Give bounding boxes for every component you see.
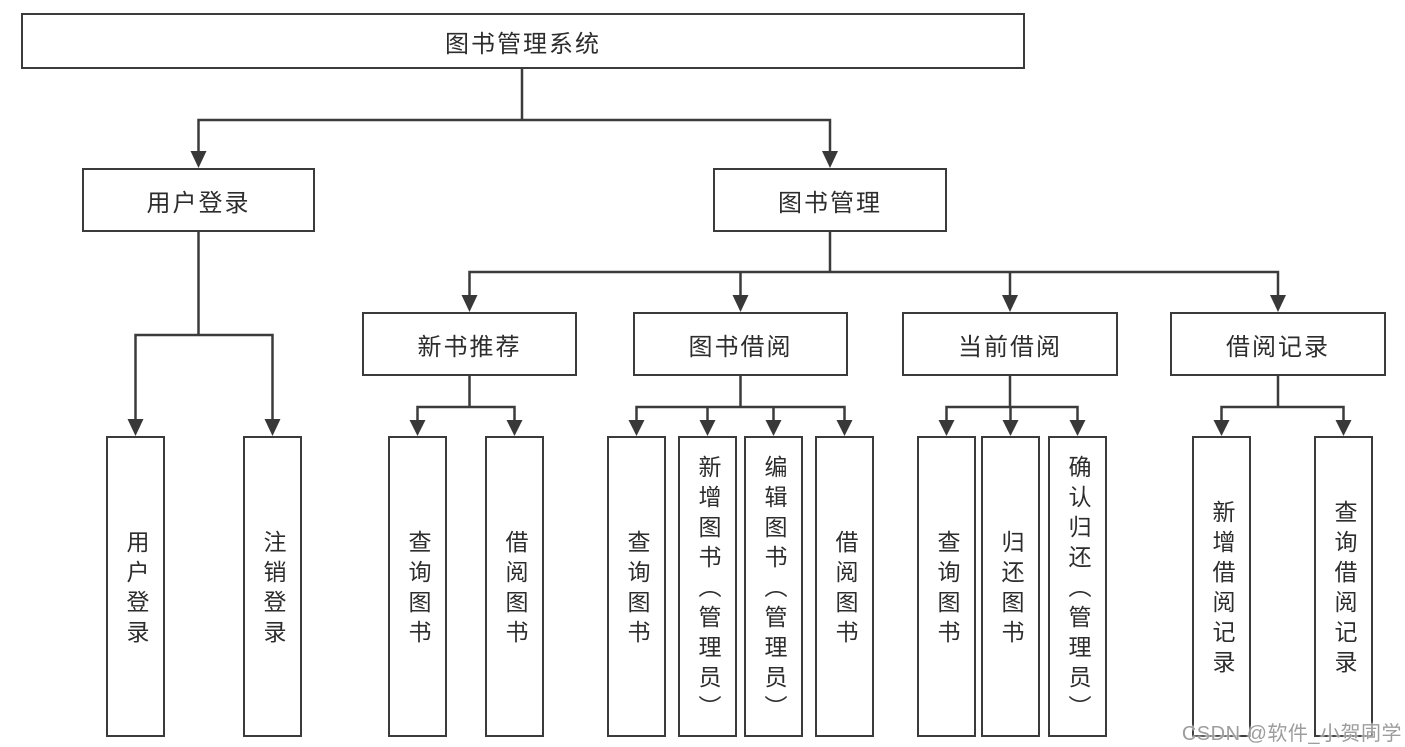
arrowhead xyxy=(1213,420,1230,436)
arrowhead xyxy=(628,420,645,436)
connector xyxy=(134,333,274,420)
leaf-borrowing-edit-books-admin: 编辑图书（管理员） xyxy=(744,436,803,737)
leaf-recommend-query-books: 查询图书 xyxy=(388,436,447,737)
connector xyxy=(468,270,1280,296)
arrowhead xyxy=(765,420,782,436)
arrowhead xyxy=(938,420,955,436)
node-new-book-recommendation: 新书推荐 xyxy=(362,312,577,376)
watermark-text: CSDN @软件_小贺同学 xyxy=(1181,723,1402,745)
arrowhead xyxy=(822,151,838,168)
leaf-borrowing-add-books-admin: 新增图书（管理员） xyxy=(678,436,737,737)
arrowhead xyxy=(409,420,426,436)
arrowhead xyxy=(1270,295,1286,312)
connector xyxy=(416,405,516,421)
node-library-management-system: 图书管理系统 xyxy=(21,13,1025,69)
leaf-current-query-books: 查询图书 xyxy=(917,436,976,737)
node-user-login: 用户登录 xyxy=(82,168,315,232)
node-current-borrowing: 当前借阅 xyxy=(902,312,1118,376)
connector xyxy=(197,118,832,152)
arrowhead xyxy=(1335,420,1352,436)
arrowhead xyxy=(506,420,523,436)
connector xyxy=(1220,405,1345,421)
arrowhead xyxy=(836,420,853,436)
leaf-borrowing-borrow-books: 借阅图书 xyxy=(815,436,874,737)
leaf-borrowing-query-books: 查询图书 xyxy=(607,436,666,737)
arrowhead xyxy=(1069,420,1086,436)
connector xyxy=(635,405,846,421)
arrowhead xyxy=(127,419,144,436)
arrowhead xyxy=(461,295,478,312)
leaf-current-confirm-return-admin: 确认归还（管理员） xyxy=(1048,436,1107,737)
arrowhead xyxy=(732,295,749,312)
arrowhead xyxy=(190,151,207,168)
arrowhead xyxy=(1002,295,1018,312)
leaf-logout: 注销登录 xyxy=(243,436,302,737)
leaf-records-add-borrow-record: 新增借阅记录 xyxy=(1192,436,1251,737)
arrowhead xyxy=(264,419,281,436)
arrowhead xyxy=(699,420,716,436)
node-book-management: 图书管理 xyxy=(713,168,947,232)
leaf-records-query-borrow-record: 查询借阅记录 xyxy=(1314,436,1373,737)
leaf-current-return-books: 归还图书 xyxy=(981,436,1040,737)
arrowhead xyxy=(1002,420,1019,436)
connector xyxy=(945,405,1079,421)
node-book-borrowing: 图书借阅 xyxy=(633,312,848,376)
node-borrowing-records: 借阅记录 xyxy=(1170,312,1386,376)
leaf-recommend-borrow-books: 借阅图书 xyxy=(485,436,544,737)
leaf-user-login: 用户登录 xyxy=(106,436,165,737)
